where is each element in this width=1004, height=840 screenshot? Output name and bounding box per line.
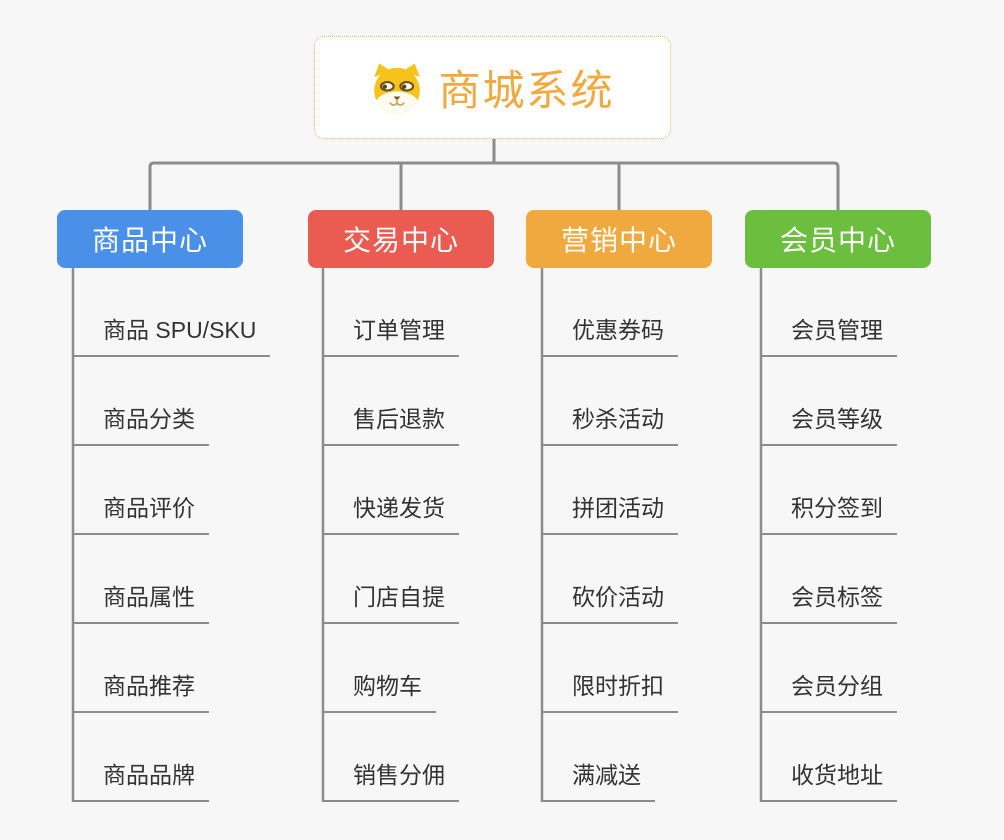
branch-header-label: 交易中心 <box>342 225 459 256</box>
branch-header-goods[interactable]: 商品中心 <box>57 210 243 268</box>
leaf-item[interactable]: 会员管理 <box>761 314 897 357</box>
leaf-item[interactable]: 拼团活动 <box>542 492 678 535</box>
connector-rail <box>148 161 840 210</box>
leaf-item[interactable]: 商品评价 <box>73 492 209 535</box>
leaf-item[interactable]: 商品 SPU/SKU <box>73 314 271 357</box>
leaf-item[interactable]: 商品分类 <box>73 403 209 446</box>
branch-header-trade[interactable]: 交易中心 <box>308 210 494 268</box>
leaf-item[interactable]: 会员标签 <box>761 581 897 624</box>
branch-header-member[interactable]: 会员中心 <box>745 210 931 268</box>
leaf-item[interactable]: 购物车 <box>323 670 436 713</box>
branch-header-marketing[interactable]: 营销中心 <box>526 210 712 268</box>
leaf-item[interactable]: 订单管理 <box>323 314 459 357</box>
root-title: 商城系统 <box>438 67 615 114</box>
leaf-item[interactable]: 收货地址 <box>761 759 897 802</box>
leaf-item[interactable]: 门店自提 <box>323 581 459 624</box>
branch-header-label: 商品中心 <box>91 225 208 256</box>
leaf-item[interactable]: 优惠券码 <box>542 314 678 357</box>
branch-header-label: 营销中心 <box>560 225 677 256</box>
leaf-item[interactable]: 积分签到 <box>761 492 897 535</box>
leaf-item[interactable]: 商品属性 <box>73 581 209 624</box>
leaf-item[interactable]: 销售分佣 <box>323 759 459 802</box>
leaf-item[interactable]: 快递发货 <box>323 492 459 535</box>
root-node[interactable]: 商城系统 <box>314 36 671 139</box>
leaf-item[interactable]: 限时折扣 <box>542 670 678 713</box>
leaf-item[interactable]: 商品推荐 <box>73 670 209 713</box>
leaf-item[interactable]: 会员分组 <box>761 670 897 713</box>
shiba-dog-icon <box>374 63 421 113</box>
leaf-item[interactable]: 秒杀活动 <box>542 403 678 446</box>
leaf-item[interactable]: 商品品牌 <box>73 759 209 802</box>
leaf-item[interactable]: 售后退款 <box>323 403 459 446</box>
leaf-item[interactable]: 满减送 <box>542 759 655 802</box>
branch-header-label: 会员中心 <box>779 225 896 256</box>
leaf-item[interactable]: 砍价活动 <box>542 581 678 624</box>
leaf-item[interactable]: 会员等级 <box>761 403 897 446</box>
